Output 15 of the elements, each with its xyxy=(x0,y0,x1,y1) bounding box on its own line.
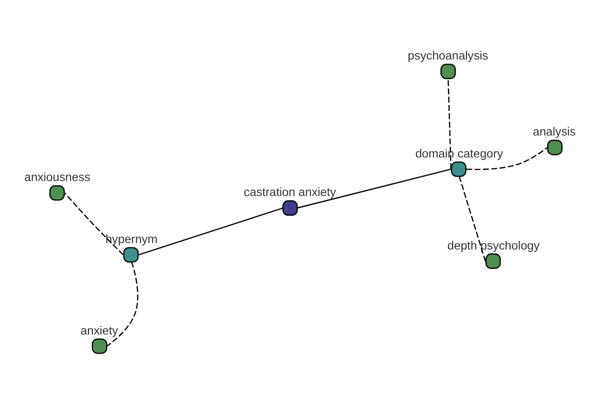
connector xyxy=(458,176,486,261)
node-label: analysis xyxy=(532,124,576,138)
connector xyxy=(448,78,452,169)
node-label: psychoanalysis xyxy=(408,48,488,62)
node-label: hypernym xyxy=(105,231,158,246)
node-label: domain category xyxy=(415,146,504,160)
node-label: anxiousness xyxy=(24,170,90,184)
connector xyxy=(106,261,138,346)
connector xyxy=(64,192,124,255)
connector xyxy=(466,146,548,170)
node-label: anxiety xyxy=(80,322,118,337)
node-label: castration anxiety xyxy=(244,184,336,199)
connector xyxy=(297,168,452,208)
connector xyxy=(138,206,284,255)
node-label: depth psychology xyxy=(447,238,540,252)
